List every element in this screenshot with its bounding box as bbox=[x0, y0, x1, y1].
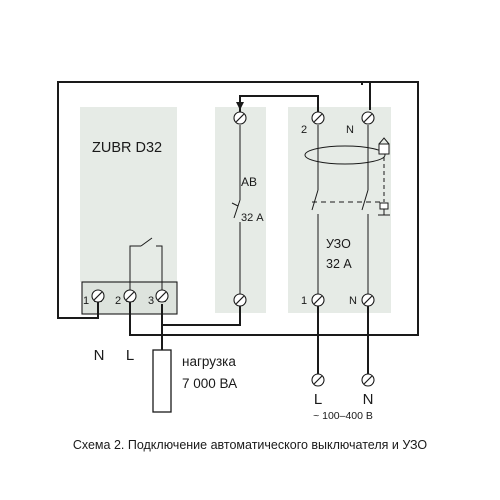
rcd-rating: 32 А bbox=[326, 257, 352, 271]
wire-breaker-to-relay bbox=[161, 302, 241, 326]
zubr-terminal-3-label: 3 bbox=[148, 295, 154, 307]
wire-n-loop bbox=[57, 81, 371, 319]
device-n-label: N bbox=[94, 347, 105, 364]
supply-terminal-n[interactable] bbox=[361, 373, 375, 387]
rcd-bottom-n-label: N bbox=[349, 295, 357, 307]
rcd-bottom-1-label: 1 bbox=[301, 295, 307, 307]
supply-voltage: ~ 100–400 В bbox=[313, 410, 373, 422]
wire-right-bridge bbox=[129, 81, 419, 336]
breaker-label: АВ bbox=[241, 175, 257, 189]
rcd-top-2-label: 2 bbox=[301, 124, 307, 136]
rcd-terminal-bottom-n[interactable] bbox=[361, 293, 375, 307]
breaker-internals bbox=[231, 125, 241, 294]
rcd-top-n-label: N bbox=[346, 124, 354, 136]
rcd-terminal-top-2[interactable] bbox=[311, 111, 325, 125]
supply-l-label: L bbox=[314, 391, 322, 408]
zubr-terminal-3[interactable] bbox=[155, 289, 169, 303]
rcd-label: УЗО bbox=[326, 237, 351, 251]
rcd-internals bbox=[304, 125, 390, 294]
supply-terminal-l[interactable] bbox=[311, 373, 325, 387]
rcd-terminal-bottom-1[interactable] bbox=[311, 293, 325, 307]
zubr-terminal-1[interactable] bbox=[91, 289, 105, 303]
zubr-terminal-2-label: 2 bbox=[115, 295, 121, 307]
rcd-terminal-top-n[interactable] bbox=[361, 111, 375, 125]
zubr-terminal-1-label: 1 bbox=[83, 295, 89, 307]
load-power: 7 000 ВА bbox=[182, 376, 237, 391]
breaker-terminal-bottom[interactable] bbox=[233, 293, 247, 307]
zubr-housing bbox=[80, 107, 177, 282]
device-name: ZUBR D32 bbox=[92, 140, 162, 156]
load-label: нагрузка bbox=[182, 354, 236, 369]
supply-n-label: N bbox=[363, 391, 374, 408]
breaker-rating: 32 А bbox=[241, 212, 264, 224]
rcd-housing bbox=[288, 107, 391, 313]
device-l-label: L bbox=[126, 347, 134, 364]
load-resistor bbox=[152, 349, 172, 413]
breaker-terminal-top[interactable] bbox=[233, 111, 247, 125]
wires bbox=[57, 81, 419, 374]
diagram-caption: Схема 2. Подключение автоматического вык… bbox=[72, 438, 428, 452]
relay-contact bbox=[129, 237, 163, 294]
zubr-terminal-2[interactable] bbox=[123, 289, 137, 303]
